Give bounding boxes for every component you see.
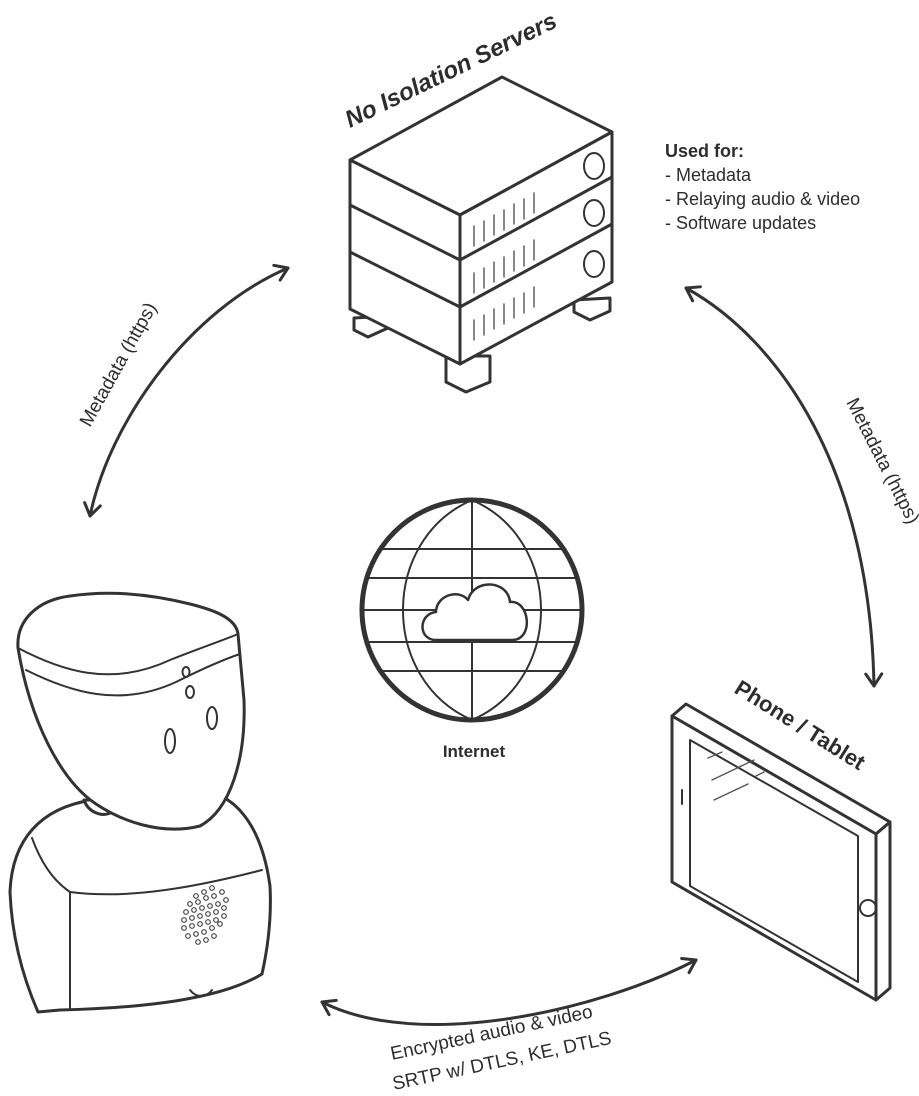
server-rack-icon (348, 75, 614, 394)
arrow-robot-server (83, 263, 290, 518)
arrow-robot-device (320, 956, 698, 1026)
used-for-item: - Metadata (665, 165, 752, 185)
label-robot-server: Metadata (https) (76, 299, 161, 430)
used-for-note: Used for: - Metadata - Relaying audio & … (665, 141, 860, 233)
internet-globe-icon (359, 497, 585, 723)
speaker-grille (181, 885, 229, 945)
tablet-icon (670, 702, 892, 1002)
cloud-icon (421, 583, 528, 642)
arrow-server-device (684, 285, 884, 688)
internet-label: Internet (443, 742, 506, 761)
used-for-heading: Used for: (665, 141, 744, 161)
used-for-item: - Software updates (665, 213, 816, 233)
robot-icon (8, 591, 272, 1014)
used-for-item: - Relaying audio & video (665, 189, 860, 209)
label-server-device: Metadata (https) (842, 395, 919, 528)
